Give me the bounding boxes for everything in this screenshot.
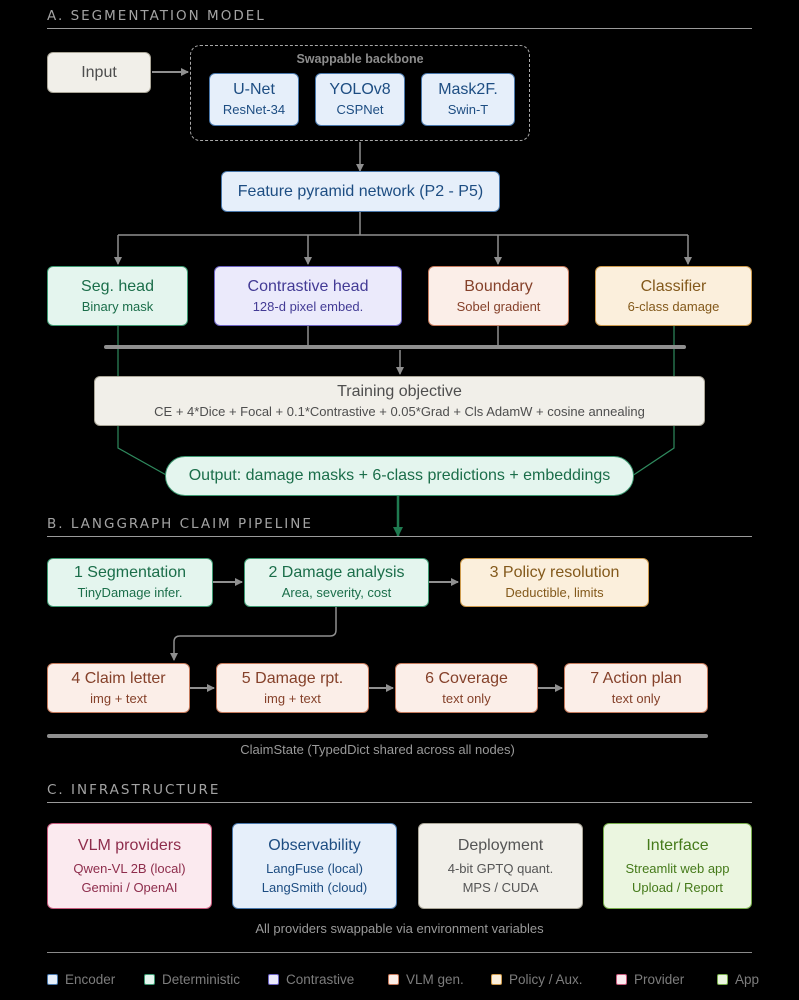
pipeline-node-coverage: 6 Coverage text only: [395, 663, 538, 713]
section-title-claim-pipeline: B. LANGGRAPH CLAIM PIPELINE: [47, 516, 313, 532]
legend-item-provider: Provider: [616, 972, 684, 987]
pipeline-node-action-plan: 7 Action plan text only: [564, 663, 708, 713]
edge-cls-output: [631, 326, 675, 477]
training-objective: Training objective CE + 4*Dice + Focal +…: [94, 376, 705, 426]
backbone-mask2former: Mask2F. Swin-T: [421, 73, 515, 126]
backbone-unet: U-Net ResNet-34: [209, 73, 299, 126]
claim-state-caption: ClaimState (TypedDict shared across all …: [240, 742, 515, 757]
feature-pyramid-network: Feature pyramid network (P2 - P5): [221, 171, 500, 212]
seg-head: Seg. head Binary mask: [47, 266, 188, 326]
legend-swatch: [491, 974, 502, 985]
legend-item-encoder: Encoder: [47, 972, 115, 987]
legend-item-vlm-gen: VLM gen.: [388, 972, 464, 987]
pipeline-node-damage-analysis: 2 Damage analysis Area, severity, cost: [244, 558, 429, 607]
legend-item-deterministic: Deterministic: [144, 972, 240, 987]
legend-item-app: App: [717, 972, 759, 987]
pipeline-node-segmentation: 1 Segmentation TinyDamage infer.: [47, 558, 213, 607]
claim-state-bar: [47, 734, 708, 738]
edge-p2-p4: [170, 607, 337, 661]
pipeline-node-policy-resolution: 3 Policy resolution Deductible, limits: [460, 558, 649, 607]
input-node: Input: [47, 52, 151, 93]
backbone-yolov8: YOLOv8 CSPNet: [315, 73, 405, 126]
infra-caption: All providers swappable via environment …: [255, 921, 544, 936]
infra-card-vlm-providers: VLM providers Qwen-VL 2B (local) Gemini …: [47, 823, 212, 909]
section-title-infrastructure: C. INFRASTRUCTURE: [47, 782, 221, 798]
pipeline-node-claim-letter: 4 Claim letter img + text: [47, 663, 190, 713]
contrastive-head: Contrastive head 128-d pixel embed.: [214, 266, 402, 326]
classifier-head: Classifier 6-class damage: [595, 266, 752, 326]
legend-swatch: [47, 974, 58, 985]
edge-seg-output: [117, 326, 169, 477]
legend-item-contrastive: Contrastive: [268, 972, 354, 987]
legend-divider: [47, 952, 752, 953]
legend-swatch: [616, 974, 627, 985]
section-title-segmentation-model: A. SEGMENTATION MODEL: [47, 8, 266, 24]
section-divider: [47, 536, 752, 537]
infra-card-deployment: Deployment 4-bit GPTQ quant. MPS / CUDA: [418, 823, 583, 909]
output-node: Output: damage masks + 6-class predictio…: [165, 456, 634, 496]
pipeline-node-damage-report: 5 Damage rpt. img + text: [216, 663, 369, 713]
legend-swatch: [717, 974, 728, 985]
section-divider: [47, 28, 752, 29]
backbone-label: Swappable backbone: [296, 52, 424, 66]
heads-aggregation-bar: [104, 345, 686, 349]
swappable-backbone-group: [190, 45, 530, 141]
legend-item-policy-aux: Policy / Aux.: [491, 972, 583, 987]
boundary-head: Boundary Sobel gradient: [428, 266, 569, 326]
legend-swatch: [144, 974, 155, 985]
legend-swatch: [268, 974, 279, 985]
section-divider: [47, 802, 752, 803]
legend: Encoder Deterministic Contrastive VLM ge…: [0, 972, 799, 988]
infra-card-observability: Observability LangFuse (local) LangSmith…: [232, 823, 397, 909]
infra-card-interface: Interface Streamlit web app Upload / Rep…: [603, 823, 752, 909]
legend-swatch: [388, 974, 399, 985]
